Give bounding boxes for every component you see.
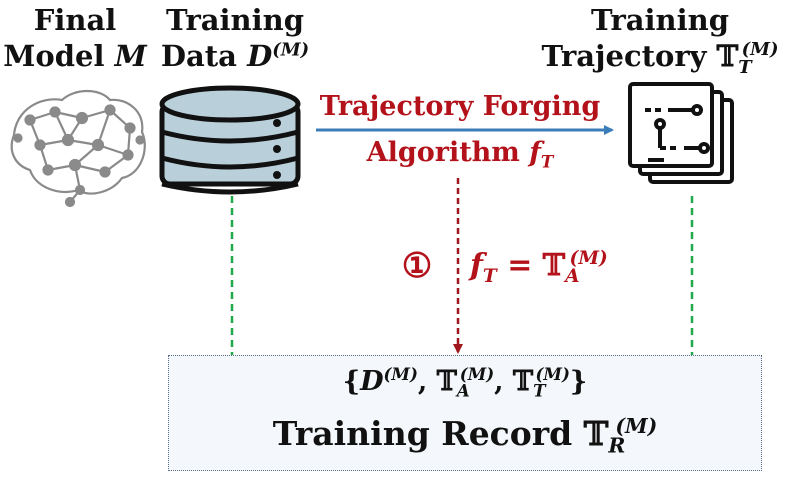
training-trajectory-line2: Trajectory 𝕋T(M) (541, 39, 779, 78)
step-marker: ① (401, 246, 433, 286)
forging-algorithm-label: Trajectory Forging Algorithm fT (300, 90, 620, 170)
training-record-box: {D(M), 𝕋A(M), 𝕋T(M)} Training Record 𝕋R(… (168, 355, 762, 471)
training-data-line2: Data D(M) (160, 39, 310, 73)
training-record-label: Training Record 𝕋R(M) (272, 414, 658, 458)
brain-network-icon (10, 89, 146, 208)
training-trajectory-line1: Training (590, 3, 730, 37)
database-icon (159, 85, 301, 195)
model-symbol: M (114, 39, 147, 73)
final-model-label: Final Model M (0, 2, 150, 74)
training-data-line1: Training (165, 3, 305, 37)
step-equation: fT = 𝕋A(M) (470, 248, 608, 287)
training-data-label: Training Data D(M) (145, 2, 325, 74)
training-trajectory-label: Training Trajectory 𝕋T(M) (530, 2, 790, 78)
final-model-line2: Model M (3, 39, 147, 73)
forging-line1: Trajectory Forging (319, 91, 601, 122)
trajectory-document-icon (628, 82, 734, 184)
forging-line2: Algorithm fT (366, 137, 554, 172)
record-set-expression: {D(M), 𝕋A(M), 𝕋T(M)} (342, 364, 588, 401)
final-model-line1: Final (33, 3, 117, 37)
